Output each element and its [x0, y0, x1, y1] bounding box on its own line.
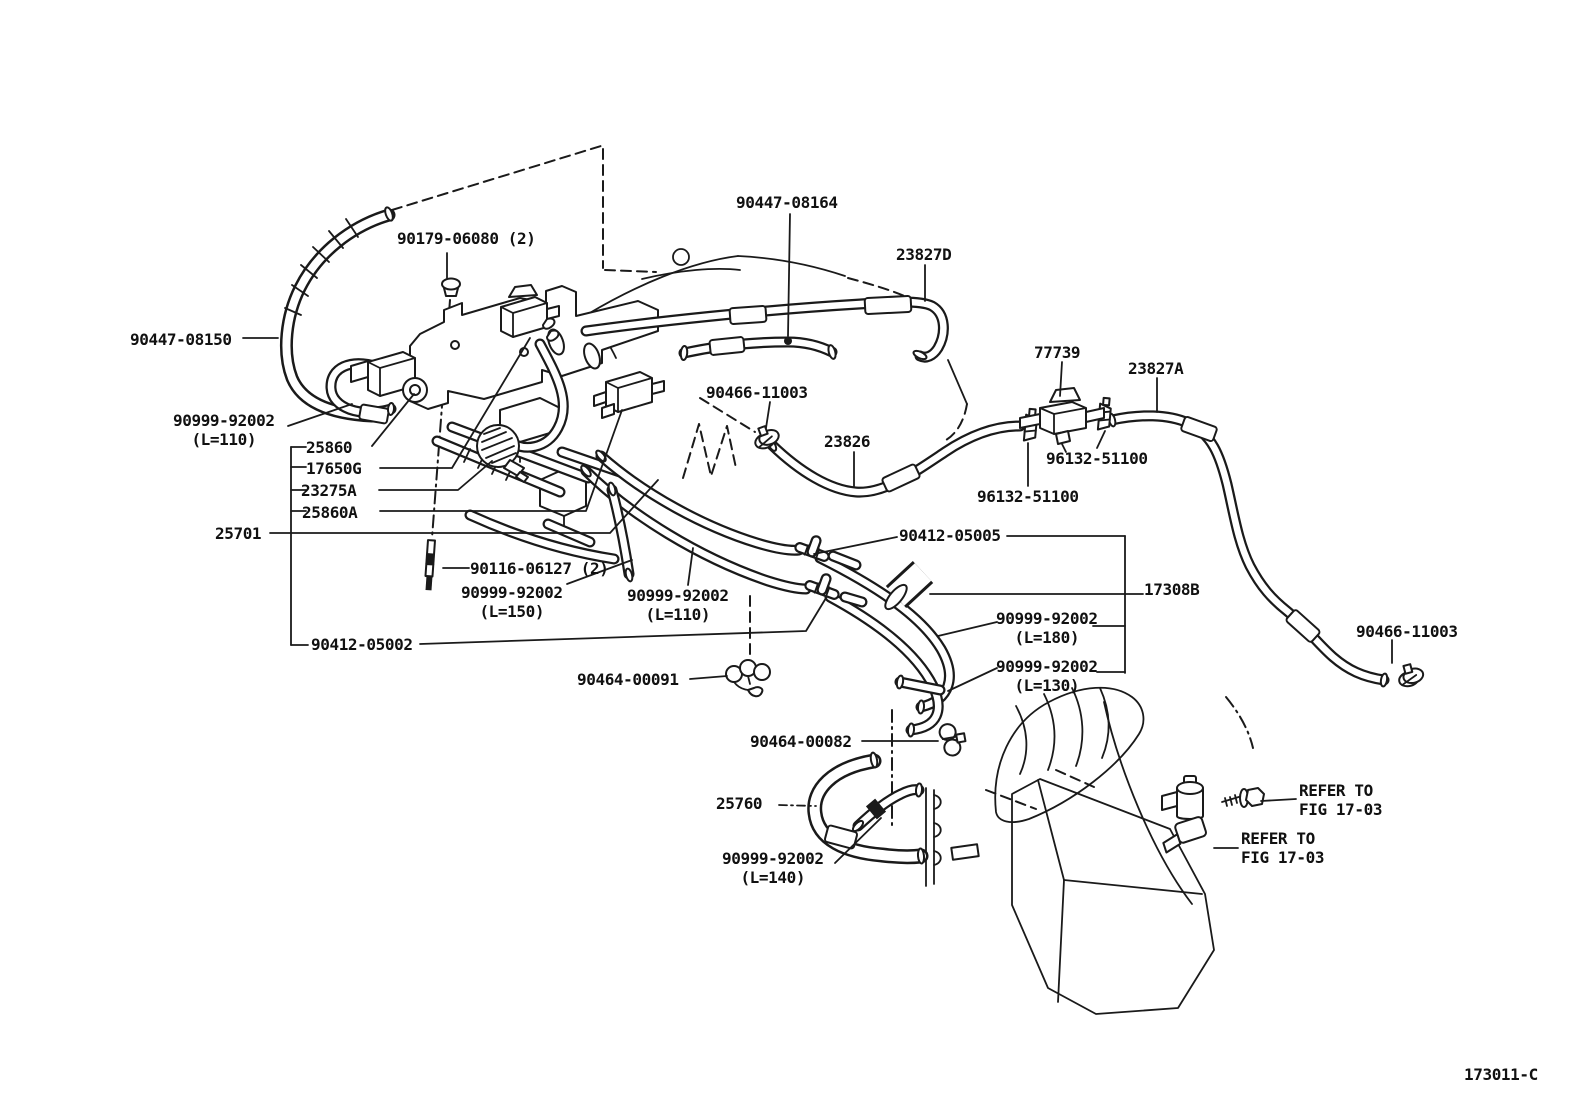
- label-90999-92002-l110-a: 90999-92002(L=110): [173, 411, 275, 449]
- label-90999-92002-l130: 90999-92002(L=130): [996, 657, 1098, 695]
- label-90999-92002-l140: 90999-92002(L=140): [722, 849, 824, 887]
- sensor-23275a: [476, 424, 529, 483]
- vsv-upper: [500, 284, 560, 342]
- figure-code: 173011-C: [1464, 1065, 1538, 1084]
- t-connector-90412-05005: [794, 535, 830, 562]
- nut-90179-06080: [441, 277, 461, 297]
- valve-77739: [1019, 387, 1105, 453]
- label-90464-00091: 90464-00091: [577, 670, 679, 689]
- valve-refer-fig: [1161, 775, 1207, 854]
- clamp-90466-11003-b: [1398, 663, 1425, 688]
- label-90447-08150: 90447-08150: [130, 330, 232, 349]
- vsv-25860a: [593, 371, 665, 419]
- label-17650g: 17650G: [306, 459, 362, 478]
- label-25860: 25860: [306, 438, 353, 457]
- label-90447-08164: 90447-08164: [736, 193, 838, 212]
- leader-lines: [242, 213, 1393, 864]
- label-90999-92002-l180: 90999-92002(L=180): [996, 609, 1098, 647]
- t-connector-90412-05002: [804, 573, 840, 600]
- label-23275a: 23275A: [301, 481, 357, 500]
- label-23826: 23826: [824, 432, 871, 451]
- label-25701: 25701: [215, 524, 262, 543]
- engine-outline: [587, 248, 968, 405]
- label-17308b: 17308B: [1144, 580, 1200, 599]
- label-90464-00082: 90464-00082: [750, 732, 852, 751]
- label-77739: 77739: [1034, 343, 1081, 362]
- hose-bands: [358, 294, 1321, 850]
- label-90116-06127: 90116-06127 (2): [470, 559, 609, 578]
- label-23827a: 23827A: [1128, 359, 1184, 378]
- air-cleaner-assembly: [925, 686, 1215, 1015]
- label-90179-06080: 90179-06080 (2): [397, 229, 536, 248]
- bolt-refer-fig: [1221, 787, 1265, 808]
- label-90999-92002-l150: 90999-92002(L=150): [461, 583, 563, 621]
- label-25760: 25760: [716, 794, 763, 813]
- label-90412-05005: 90412-05005: [899, 526, 1001, 545]
- label-96132-51100-a: 96132-51100: [1046, 449, 1148, 468]
- clamp-90464-00082: [938, 723, 967, 757]
- bracket-and-pipes-25701: [409, 285, 659, 565]
- label-96132-51100-b: 96132-51100: [977, 487, 1079, 506]
- label-90999-92002-l110-b: 90999-92002(L=110): [627, 586, 729, 624]
- hose-tips: [373, 206, 1389, 865]
- center-dash-dot-lines: [431, 299, 1254, 831]
- clamp-90466-11003-a: [754, 425, 780, 450]
- vsv-25860: [350, 351, 428, 403]
- label-23827d: 23827D: [896, 245, 952, 264]
- label-25860a: 25860A: [302, 503, 358, 522]
- components: [350, 277, 1425, 854]
- bolt-90116-06127: [424, 539, 436, 591]
- label-90466-11003-b: 90466-11003: [1356, 622, 1458, 641]
- label-90466-11003-a: 90466-11003: [706, 383, 808, 402]
- clamp-90464-00091: [725, 659, 771, 698]
- label-90412-05002: 90412-05002: [311, 635, 413, 654]
